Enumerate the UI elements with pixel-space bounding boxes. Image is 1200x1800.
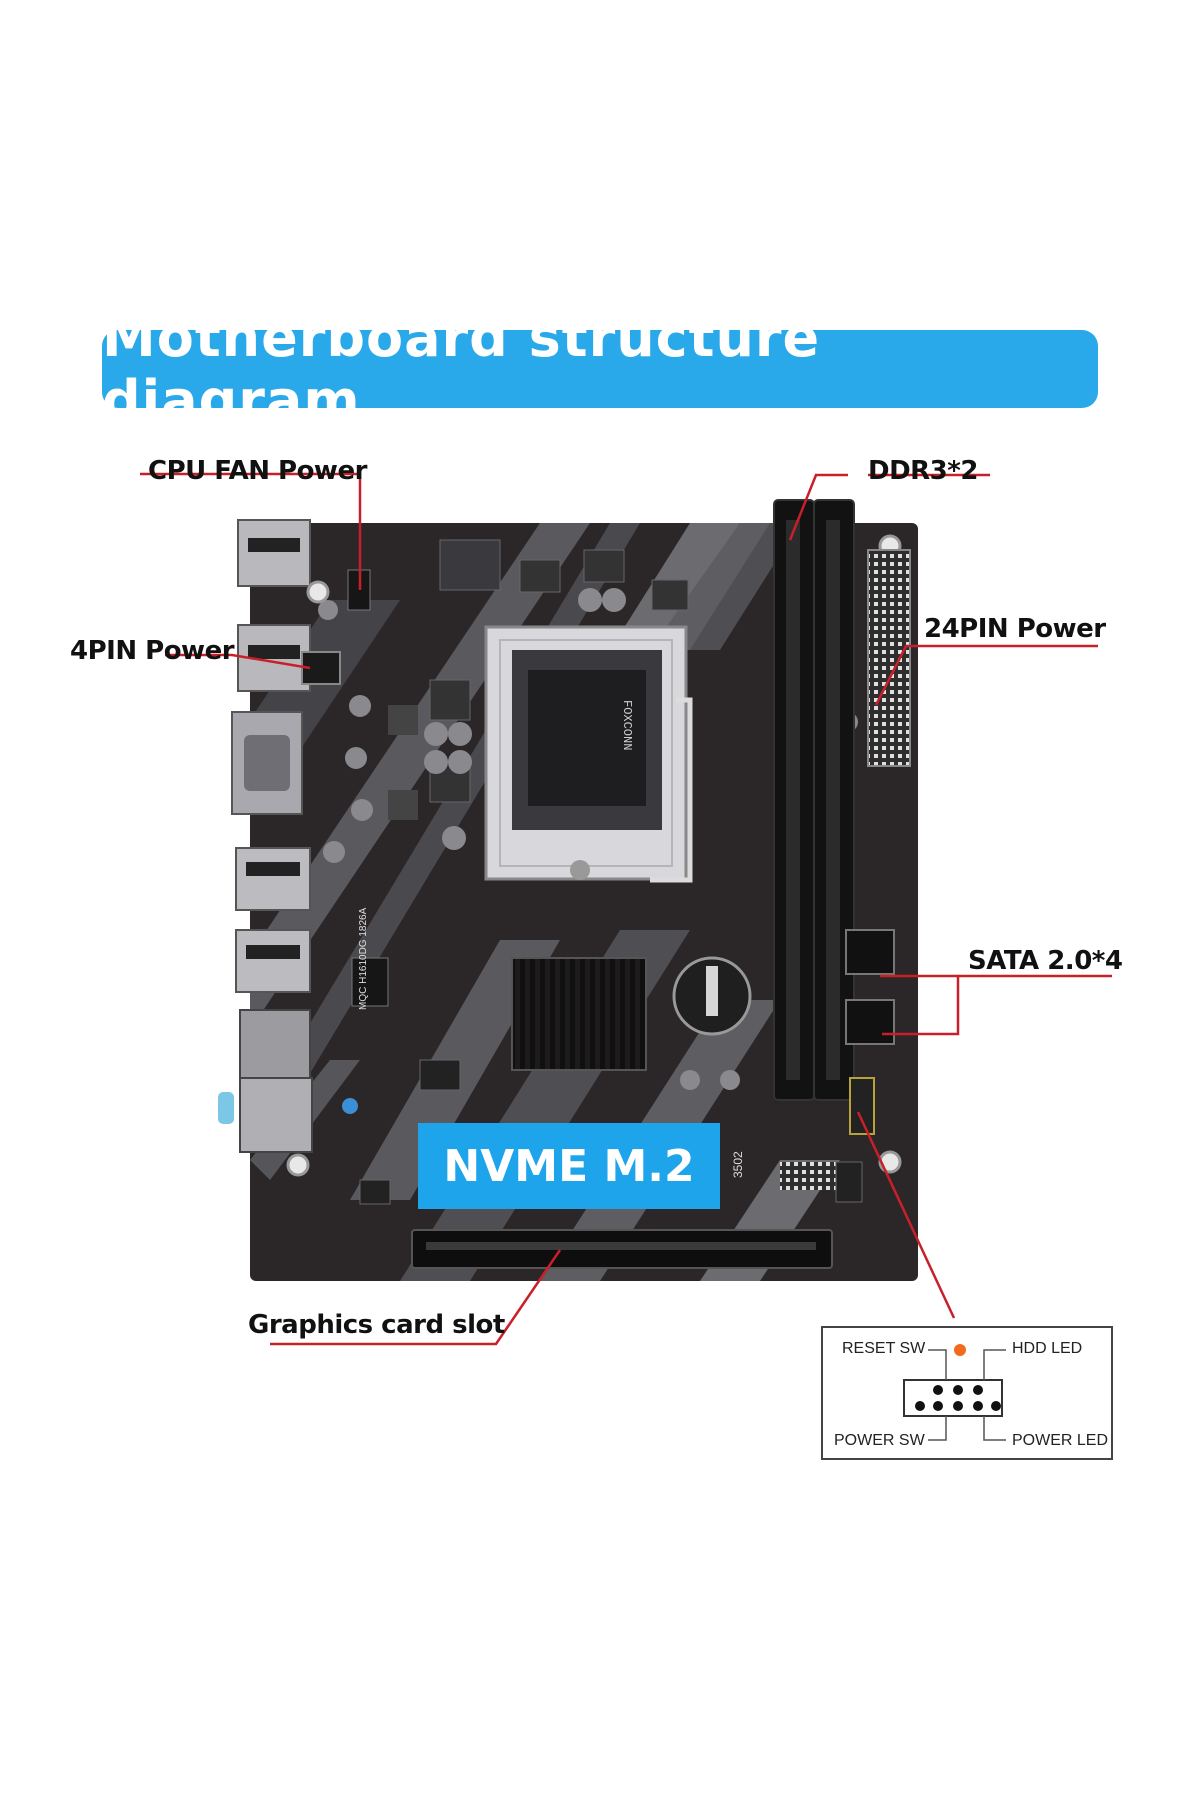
- callout-sata: SATA 2.0*4: [968, 946, 1123, 976]
- sata-port-1: [845, 929, 895, 975]
- slot-code: 3502: [731, 1151, 745, 1178]
- callout-4pin-power: 4PIN Power: [70, 636, 235, 666]
- callout-graphics-card-slot: Graphics card slot: [248, 1310, 505, 1340]
- chip-label: MQC H1610DG 1826A: [358, 907, 369, 1010]
- atx-24pin-connector: [867, 549, 911, 767]
- nvme-m2-label: NVME M.2: [443, 1140, 695, 1192]
- page-title: Motherboard structure diagram: [102, 306, 821, 432]
- led-indicator-icon: [954, 1344, 966, 1356]
- power-led-label: POWER LED: [1012, 1432, 1109, 1449]
- reset-sw-label: RESET SW: [842, 1340, 926, 1357]
- hdd-led-label: HDD LED: [1012, 1340, 1083, 1357]
- battery-icon: [672, 956, 752, 1036]
- callout-ddr3: DDR3*2: [868, 456, 978, 486]
- socket-brand: FOXCONN: [620, 700, 634, 750]
- heatsink-icon: [511, 957, 647, 1071]
- callout-cpu-fan-power: CPU FAN Power: [148, 456, 367, 486]
- pin-header-icon: [849, 1077, 875, 1135]
- sata-port-2: [845, 999, 895, 1045]
- callout-24pin-power: 24PIN Power: [924, 614, 1106, 644]
- front-panel-diagram: [821, 1326, 1113, 1460]
- nvme-m2-label-box: NVME M.2: [418, 1123, 720, 1209]
- cpu-socket-icon: FOXCONN: [484, 625, 693, 883]
- leader-lines: [140, 472, 1112, 1346]
- title-banner: Motherboard structure diagram: [102, 306, 1098, 432]
- lan-chip: [351, 957, 389, 1007]
- power-sw-label: POWER SW: [834, 1432, 925, 1449]
